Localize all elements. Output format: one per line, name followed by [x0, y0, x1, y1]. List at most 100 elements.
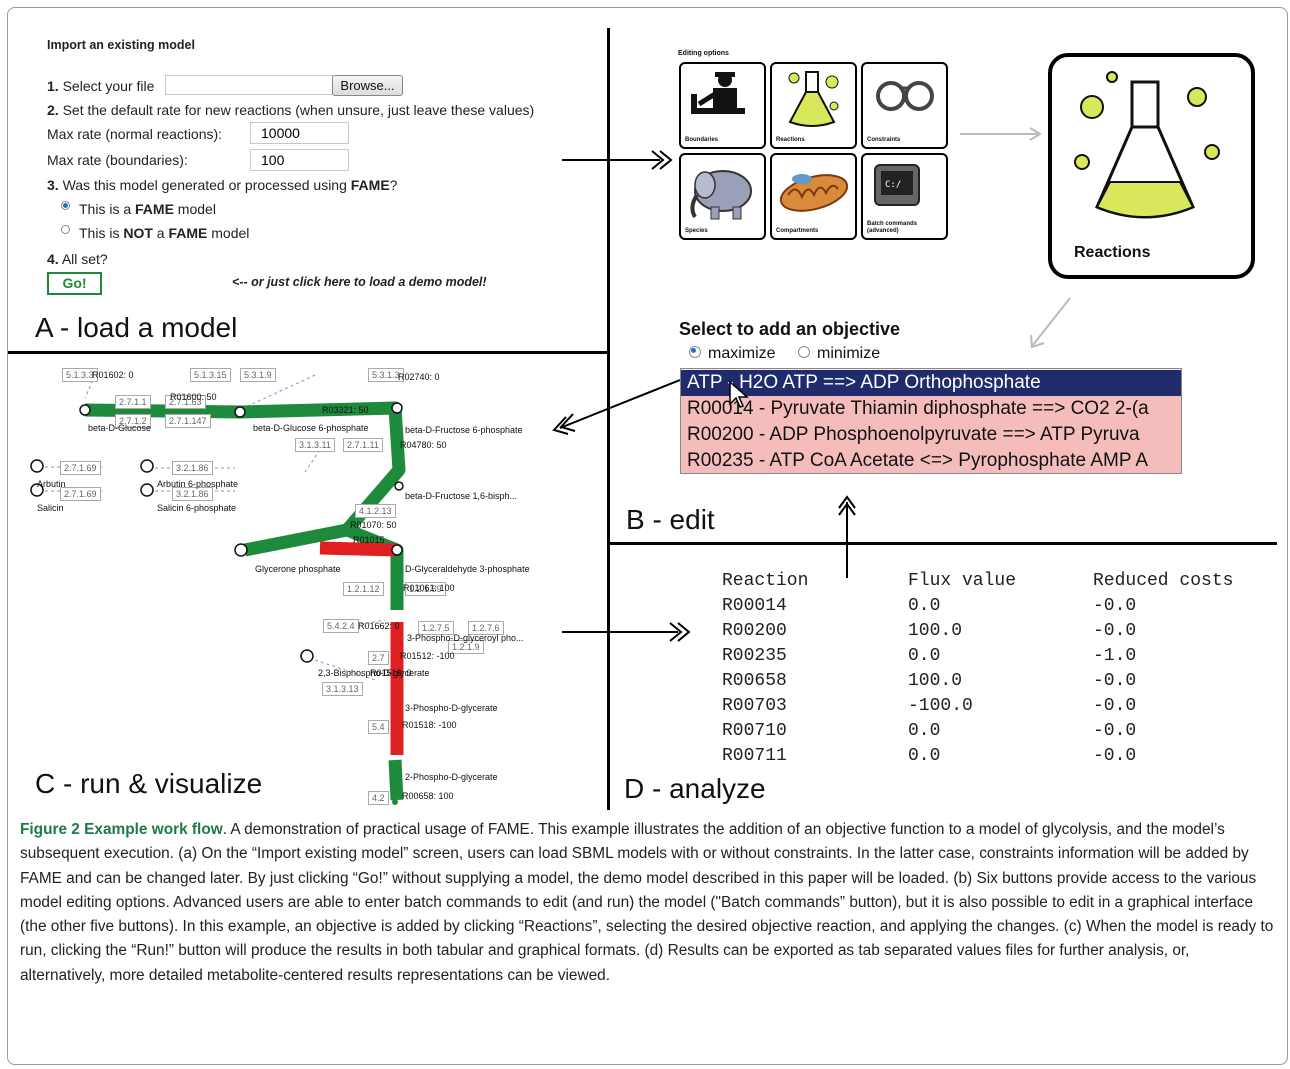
flux-cell: 0.0	[908, 721, 941, 741]
reaction-cell: R00658	[722, 671, 787, 691]
enzyme-box: 5.1.3.15	[190, 368, 231, 382]
arrow-to-objective	[1030, 297, 1071, 349]
metabolite-label: Arbutin	[37, 479, 66, 489]
arrow-b-to-c	[552, 379, 681, 435]
metabolite-label: Salicin	[37, 503, 64, 513]
column-header: Reduced costs	[1093, 571, 1234, 591]
compartments-label: Compartments	[776, 228, 819, 234]
panel-c-label: C - run & visualize	[35, 768, 263, 799]
cost-cell: -0.0	[1093, 696, 1137, 716]
file-input[interactable]	[165, 75, 333, 95]
reactions-button[interactable]: Reactions	[770, 62, 857, 149]
radio-minimize[interactable]	[798, 346, 810, 358]
metabolite-label: Arbutin 6-phosphate	[157, 479, 239, 489]
enzyme-box: 2.7.1.63	[165, 395, 206, 409]
enzyme-box: 5.3.1.9	[240, 368, 276, 382]
enzyme-box: 1.2.1.59	[405, 582, 446, 596]
reaction-cell: R00703	[722, 696, 787, 716]
batch-commands-button[interactable]: C:/ Batch commands (advanced)	[861, 153, 948, 240]
panel-d-label: D - analyze	[624, 773, 766, 804]
enzyme-box: 1.2.1.9	[448, 640, 484, 654]
browse-button[interactable]: Browse...	[332, 75, 403, 96]
list-item[interactable]: R00200 - ADP Phosphoenolpyruvate ==> ATP…	[681, 422, 1181, 448]
demo-hint[interactable]: <-- or just click here to load a demo mo…	[232, 275, 487, 289]
cost-cell: -0.0	[1093, 671, 1137, 691]
enzyme-box: 4.2	[368, 791, 389, 805]
list-item[interactable]: R00014 - Pyruvate Thiamin diphosphate ==…	[681, 396, 1181, 422]
list-item[interactable]: R00235 - ATP CoA Acetate <=> Pyrophospha…	[681, 448, 1181, 473]
objective-title: Select to add an objective	[679, 319, 901, 339]
figure-frame	[7, 7, 1288, 1065]
reaction-label: R03321: 50	[322, 405, 369, 415]
reaction-label: R04780: 50	[400, 440, 447, 450]
cost-cell: -0.0	[1093, 596, 1137, 616]
maxrate-normal-input[interactable]	[250, 122, 349, 144]
reaction-label: R01600: 50	[170, 392, 217, 402]
enzyme-box: 4.1.2.13	[355, 504, 396, 518]
reaction-label: R01518: -100	[402, 720, 457, 730]
reaction-label: R01512: -100	[400, 651, 455, 661]
maxrate-boundaries-input[interactable]	[250, 149, 349, 171]
divider-horizontal-right	[609, 542, 1277, 545]
cost-cell: -0.0	[1093, 721, 1137, 741]
reaction-label: R01602: 0	[92, 370, 134, 380]
svg-text:C:/: C:/	[885, 180, 901, 190]
step1: 1. Select your file	[47, 78, 155, 94]
radio-fame-label: This is a FAME model	[79, 201, 216, 217]
enzyme-box: 1.2.7.5	[418, 621, 454, 635]
enzyme-box: 2.7.1.147	[165, 414, 211, 428]
minimize-label: minimize	[817, 345, 881, 362]
objective-select-list[interactable]: ATP - H2O ATP ==> ADP Orthophosphate R00…	[680, 368, 1182, 474]
reactions-label: Reactions	[776, 137, 805, 143]
enzyme-box: 2.7.1.11	[343, 438, 383, 452]
enzyme-box: 1.2.7.6	[468, 621, 504, 635]
enzyme-box: 3.2.1.86	[172, 461, 213, 475]
reaction-cell: R00200	[722, 621, 787, 641]
metabolite-label: 3-Phospho-D-glyceroyl pho...	[407, 633, 524, 643]
column-header: Reaction	[722, 571, 809, 591]
boundaries-button[interactable]: Boundaries	[679, 62, 766, 149]
cursor-icon	[729, 380, 749, 408]
metabolite-label: Salicin 6-phosphate	[157, 503, 237, 513]
cost-cell: -1.0	[1093, 646, 1137, 666]
enzyme-box: 5.4	[368, 720, 389, 734]
go-button[interactable]: Go!	[47, 272, 102, 295]
reactions-large-label: Reactions	[1074, 244, 1151, 261]
list-item[interactable]: ATP - H2O ATP ==> ADP Orthophosphate	[681, 370, 1181, 396]
arrow-to-reactions	[960, 127, 1042, 141]
enzyme-box: 2.7.1.2	[115, 414, 151, 428]
radio-fame-model[interactable]	[61, 201, 70, 210]
enzyme-box: 3.2.1.86	[172, 487, 213, 501]
constraints-button[interactable]: Constraints	[861, 62, 948, 149]
elephant-icon	[690, 170, 752, 220]
reactions-large-button[interactable]: Reactions	[1048, 53, 1255, 279]
reaction-label: R01015	[353, 535, 385, 545]
metabolite-label: 2-Phospho-D-glycerate	[405, 772, 498, 782]
mitochondrion-icon	[779, 174, 849, 212]
constraints-label: Constraints	[867, 137, 901, 143]
flux-cell: 0.0	[908, 646, 941, 666]
enzyme-box: 1.2.1.12	[343, 582, 384, 596]
metabolite-label: beta-D-Glucose 6-phosphate	[253, 423, 369, 433]
batch-commands-label: Batch commands (advanced)	[867, 221, 918, 234]
enzyme-box: 3.1.3.11	[295, 438, 335, 452]
flux-cell: 0.0	[908, 596, 941, 616]
radio-not-fame-label: This is NOT a FAME model	[79, 225, 250, 241]
metabolite-label: 2,3-Bisphospho-D-glycerate	[318, 668, 430, 678]
metabolite-label: beta-D-Glucose	[88, 423, 152, 433]
maxrate-boundaries-label: Max rate (boundaries):	[47, 152, 188, 168]
flask-icon	[788, 71, 839, 127]
compartments-button[interactable]: Compartments	[770, 153, 857, 240]
enzyme-box: 2.7.1.69	[60, 487, 101, 501]
reaction-label: R01061: 100	[403, 583, 455, 593]
radio-maximize[interactable]	[689, 346, 701, 358]
enzyme-box: 2.7	[368, 651, 389, 665]
radio-not-fame-model[interactable]	[61, 225, 70, 234]
caption-body: . A demonstration of practical usage of …	[20, 821, 1274, 984]
arrow-a-to-b	[562, 150, 673, 170]
maximize-label: maximize	[708, 345, 776, 362]
boundaries-icon	[691, 72, 745, 114]
flux-cell: 100.0	[908, 621, 963, 641]
species-button[interactable]: Species	[679, 153, 766, 240]
enzyme-box: 5.4.2.4	[323, 619, 359, 633]
